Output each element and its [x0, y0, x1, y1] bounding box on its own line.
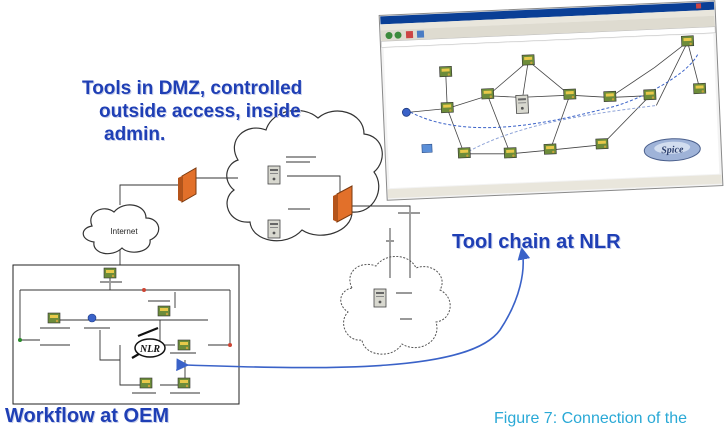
- workflow-node-icon: [440, 101, 454, 114]
- oem-nlr-connection-arrow: [176, 246, 531, 372]
- server-icon: [267, 165, 281, 185]
- workflow-node-icon: [139, 377, 153, 389]
- nlr-dashed-link: [410, 53, 699, 129]
- nlr-dashed-link-2: [464, 104, 657, 155]
- dmz-heading: Tools in DMZ, controlled outside access,…: [82, 77, 302, 146]
- workflow-node-icon: [643, 88, 657, 101]
- nlr-tool-chain-window: Spice: [378, 0, 724, 201]
- workflow-node-icon: [521, 54, 535, 66]
- workflow-node-icon: [480, 87, 495, 100]
- server-icon: [267, 219, 281, 239]
- dmz-heading-line-2: outside access, inside: [99, 101, 301, 122]
- spice-logo: Spice: [643, 138, 701, 162]
- figure-caption: Figure 7: Connection of the: [494, 410, 688, 427]
- window-title-bar: [380, 1, 715, 25]
- start-node-icon: [401, 107, 411, 117]
- workflow-node-icon: [680, 35, 695, 47]
- workflow-node-icon: [177, 377, 191, 389]
- back-icon[interactable]: [385, 32, 393, 40]
- forward-icon[interactable]: [394, 31, 402, 39]
- stop-icon[interactable]: [405, 30, 414, 39]
- workflow-node-icon: [177, 339, 191, 351]
- monitor-icon: [421, 143, 433, 153]
- workflow-node-icon: [438, 65, 453, 78]
- refresh-icon[interactable]: [416, 30, 425, 38]
- window-toolbar: [380, 15, 715, 42]
- dmz-heading-line-3: admin.: [104, 124, 166, 145]
- oem-workflow-box: NLR: [12, 264, 240, 405]
- nlr-internal-cloud: [340, 256, 451, 355]
- close-icon[interactable]: [695, 3, 702, 9]
- workflow-node-icon: [157, 305, 171, 317]
- start-node-icon: [87, 313, 97, 323]
- server-icon: [515, 94, 530, 115]
- window-content: [383, 33, 720, 189]
- workflow-node-icon: [692, 82, 707, 95]
- address-bar[interactable]: [381, 26, 716, 48]
- workflow-node-icon: [457, 147, 471, 159]
- workflow-node-icon: [603, 90, 617, 103]
- firewall-icon: [178, 167, 197, 203]
- workflow-node-icon: [47, 312, 61, 324]
- internet-label: Internet: [110, 227, 138, 236]
- firewall-icon: [333, 185, 353, 223]
- dmz-heading-line-1: Tools in DMZ, controlled: [82, 78, 303, 99]
- svg-text:NLR: NLR: [139, 344, 160, 355]
- workflow-node-icon: [543, 143, 557, 155]
- nlr-logo: NLR: [131, 326, 166, 359]
- workflow-node-icon: [595, 138, 609, 150]
- window-status-bar: [387, 174, 722, 199]
- internet-cloud: Internet: [82, 204, 160, 255]
- workflow-node-icon: [563, 88, 577, 100]
- svg-text:Spice: Spice: [661, 144, 684, 156]
- window-menu-bar: [380, 9, 715, 31]
- nlr-tool-chain-heading: Tool chain at NLR: [452, 231, 621, 253]
- oem-workflow-heading: Workflow at OEM: [5, 405, 170, 427]
- workflow-node-icon: [103, 267, 117, 279]
- server-icon: [373, 288, 387, 308]
- workflow-node-icon: [503, 147, 517, 159]
